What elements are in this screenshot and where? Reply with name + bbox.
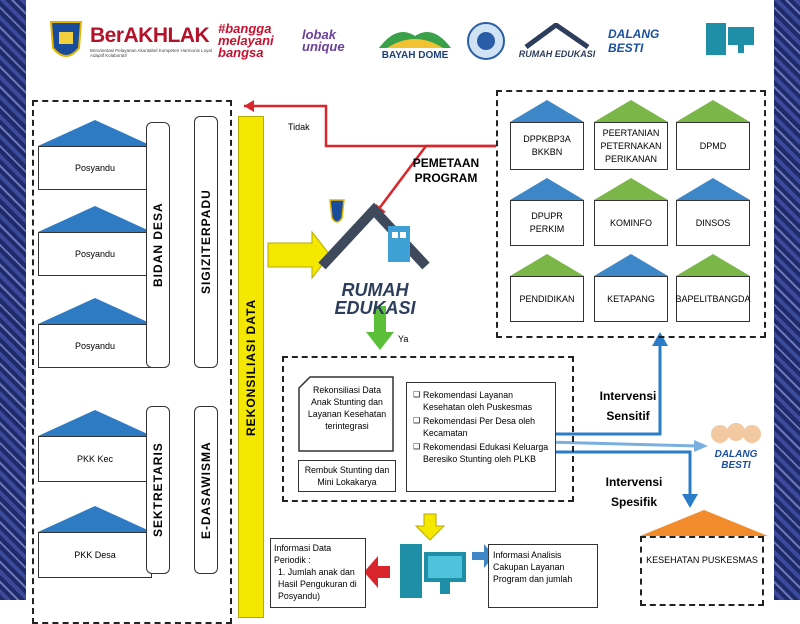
agency-roof-9 [676,254,750,276]
tidak-arrow [244,104,496,148]
info-periodik-box: Informasi Data Periodik : 1. Jumlah anak… [270,538,366,608]
pemetaan-program-label: PEMETAAN PROGRAM [412,156,480,185]
agency-dppkbp3a: DPPKBP3A BKKBN [510,122,584,170]
round-emblem-icon [464,14,508,68]
rumah-edukasi-logo: RUMAH EDUKASI [516,14,598,68]
dalang-besti-mascot: DALANG BESTI [708,422,764,471]
pkk-kec-roof [38,410,152,436]
unit-pkk-kec: PKK Kec [38,436,152,482]
red-left-arrow [364,556,390,588]
rekonsiliasi-box-frame [298,376,394,452]
rekomendasi-item-3: Rekomendasi Edukasi Keluarga Beresiko St… [413,441,549,465]
agency-pertanian: PEERTANIAN PETERNAKAN PERIKANAN [594,122,668,170]
center-dashed-group [282,356,574,502]
kesehatan-puskesmas-box: KESEHATAN PUSKESMAS [640,536,764,606]
agency-pendidikan: PENDIDIKAN [510,276,584,322]
sensitif-arrow [546,342,662,436]
rumah-edukasi-center-logo: RUMAH EDUKASI [316,196,434,317]
info-analisis-box: Informasi Analisis Cakupan Layanan Progr… [488,544,598,608]
rumah-edukasi-text: RUMAH EDUKASI [334,280,416,318]
unit-posyandu-1: Posyandu [38,146,152,190]
diagram-canvas: BerAKHLAK Berorientasi Pelayanan Akuntab… [26,0,774,624]
agency-roof-4 [510,178,584,200]
tidak-arrowhead [244,100,254,112]
agency-bapelitbangda: BAPELITBANGDA [675,276,751,322]
unit-posyandu-2: Posyandu [38,232,152,276]
intervensi-sensitif-label: Intervensi Sensitif [599,389,657,423]
dalang-arrow [545,440,699,448]
computer-monitor-icon [398,540,470,600]
posyandu-roof-1 [38,120,152,146]
agency-dashed-group [496,90,766,338]
right-batik-border [774,0,800,600]
left-batik-border [0,0,26,600]
agency-kominfo: KOMINFO [594,200,668,246]
info-periodik-title: Informasi Data Periodik : [274,543,332,565]
dalang-besti-logo: DALANG BESTI [608,27,660,55]
bayah-dome-logo: BAYAH DOME [374,14,456,68]
agency-roof-5 [594,178,668,200]
rekomendasi-list: Rekomendasi Layanan Kesehatan oleh Puske… [413,389,549,465]
bangga-melayani-logo: #bangga melayani bangsa [218,21,274,60]
pkk-desa-roof [38,506,152,532]
berakhlak-logo: BerAKHLAK Berorientasi Pelayanan Akuntab… [90,24,212,58]
spesifik-arrow [546,450,692,498]
rekomendasi-box: Rekomendasi Layanan Kesehatan oleh Puske… [406,382,556,492]
agency-roof-7 [510,254,584,276]
agency-dinsos: DINSOS [676,200,750,246]
agency-roof-2 [594,100,668,122]
agency-roof-6 [676,178,750,200]
regency-seal-icon [46,14,86,68]
agency-roof-8 [594,254,668,276]
rekomendasi-item-1: Rekomendasi Layanan Kesehatan oleh Puske… [413,389,549,413]
rembuk-box: Rembuk Stunting dan Mini Lokakarya [298,460,396,492]
yellow-input-arrow [267,230,331,280]
unit-posyandu-3: Posyandu [38,324,152,368]
agency-roof-1 [510,100,584,122]
intervensi-spesifik-label: Intervensi Spesifik [605,475,663,509]
logo-strip: BerAKHLAK Berorientasi Pelayanan Akuntab… [26,0,774,84]
agency-dpupr: DPUPR PERKIM [510,200,584,246]
rekomendasi-item-2: Rekomendasi Per Desa oleh Kecamatan [413,415,549,439]
posyandu-roof-3 [38,298,152,324]
info-periodik-item: 1. Jumlah anak dan Hasil Pengukuran di P… [278,567,357,601]
kesehatan-roof [640,510,768,536]
house-icon [318,199,430,270]
agency-ketapang: KETAPANG [594,276,668,322]
agency-dpmd: DPMD [676,122,750,170]
ya-label: Ya [398,334,409,344]
ya-arrow [366,306,394,350]
yellow-down-arrow [414,513,446,541]
rekonsiliasi-box-text: Rekonsiliasi Data Anak Stunting dan Laya… [307,385,387,431]
agency-roof-3 [676,100,750,122]
computer-icon [702,14,758,68]
posyandu-roof-2 [38,206,152,232]
lobak-unique-logo: lobak unique [302,27,345,54]
pemetaan-arrow [377,144,496,211]
tidak-label: Tidak [288,122,310,132]
